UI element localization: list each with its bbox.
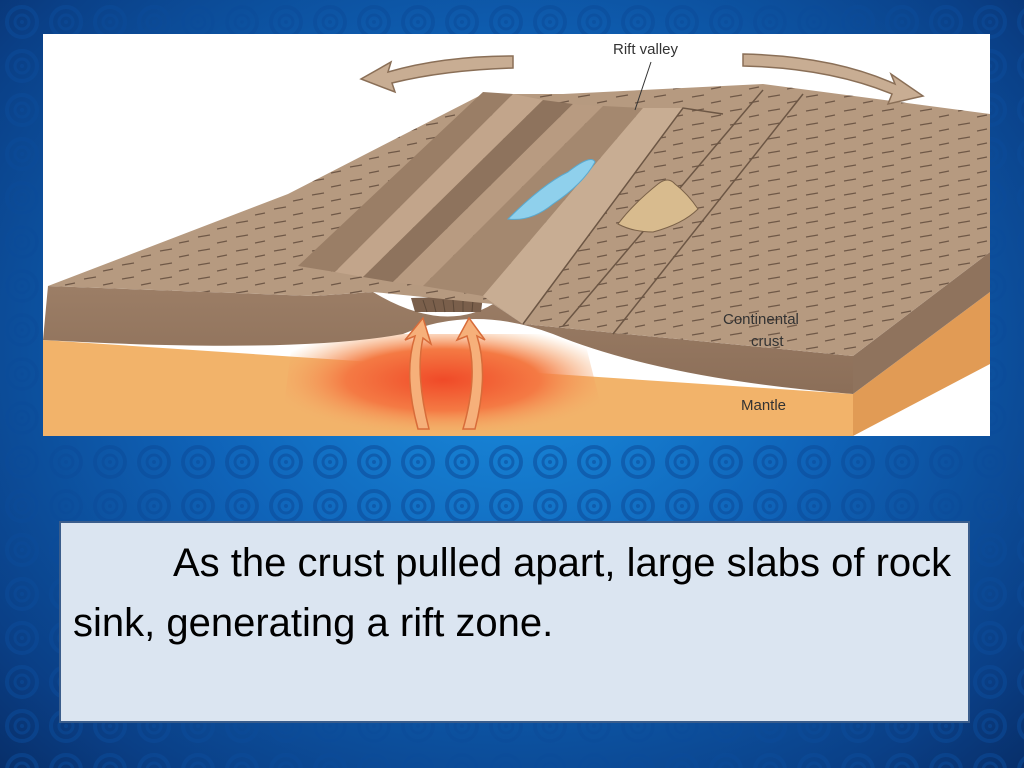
- spreading-arrows: [359, 53, 925, 106]
- label-continental-crust-line2: crust: [751, 333, 784, 350]
- caption-text: As the crust pulled apart, large slabs o…: [73, 541, 952, 645]
- upwelling-arrows: [404, 316, 486, 430]
- rift-valley-diagram: Rift valley Continental crust Mantle: [43, 34, 990, 436]
- mantle-layer: [43, 292, 990, 436]
- label-rift-valley: Rift valley: [613, 41, 679, 58]
- label-continental-crust-line1: Continental: [723, 311, 799, 328]
- label-mantle: Mantle: [741, 397, 786, 414]
- crust-surface: [48, 84, 990, 356]
- volcano: [617, 179, 699, 233]
- diagram-labels: Rift valley Continental crust Mantle: [613, 41, 799, 414]
- caption-box: As the crust pulled apart, large slabs o…: [59, 521, 970, 723]
- rift-lake: [506, 159, 596, 220]
- continental-crust-layer: [43, 252, 990, 394]
